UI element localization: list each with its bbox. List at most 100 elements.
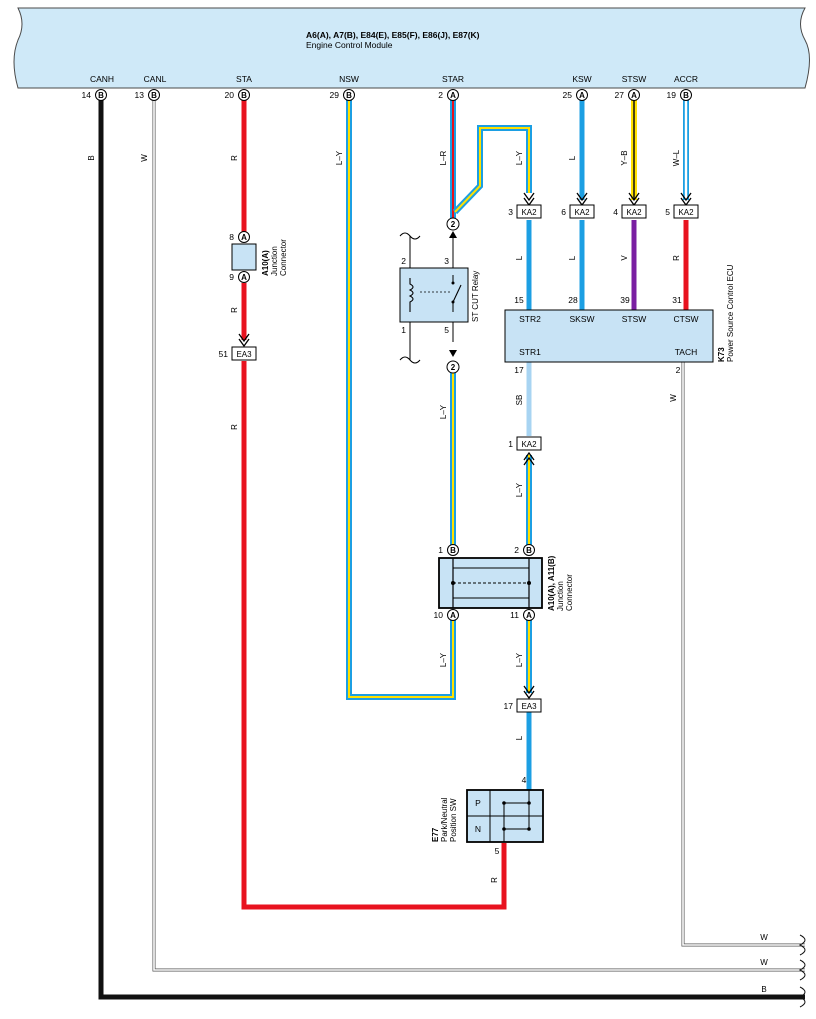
- wire-label-tach: W: [669, 394, 678, 402]
- svg-text:2: 2: [676, 365, 681, 375]
- svg-text:28: 28: [568, 295, 578, 305]
- ka2-connectors: KA2 3 KA2 6 KA2 4 KA2 5 KA2 1: [508, 192, 699, 466]
- wire-label-nsw: L–Y: [335, 150, 344, 165]
- svg-text:5: 5: [665, 207, 670, 217]
- psecu-code: K73: [717, 347, 726, 362]
- svg-text:STR1: STR1: [519, 347, 541, 357]
- svg-text:3: 3: [508, 207, 513, 217]
- relay-name: ST CUT Relay: [471, 271, 480, 322]
- svg-text:B: B: [450, 546, 456, 555]
- psecu-name: Power Source Control ECU: [726, 264, 735, 362]
- svg-text:CTSW: CTSW: [673, 314, 698, 324]
- svg-text:1: 1: [401, 325, 406, 335]
- st-cut-relay: 2 2 1 3 5 ST CUT Relay 2: [399, 217, 480, 374]
- ecm-signal-canl: CANL: [144, 74, 167, 84]
- svg-text:19: 19: [667, 90, 677, 100]
- wire-label-canl: W: [140, 154, 149, 162]
- wire-labels: B W R L–Y L–R L–Y L Y–B W–L L L V R R R …: [87, 149, 768, 994]
- wire-label-stsw-ecu: V: [620, 255, 629, 261]
- wire-label-ka2-jc: L–Y: [515, 482, 524, 497]
- svg-text:STSW: STSW: [622, 314, 647, 324]
- park-neutral-position-switch: 4 P N 5 E77 Park/Neutral Position SW: [431, 775, 544, 856]
- jc-small-desc1: Junction: [270, 246, 279, 276]
- power-source-control-ecu: 15 28 39 31 STR2 SKSW STSW CTSW STR1 TAC…: [504, 264, 735, 375]
- svg-text:9: 9: [229, 272, 234, 282]
- ecm-signal-nsw: NSW: [339, 74, 359, 84]
- wire-label-ea3-sw: L: [515, 735, 524, 740]
- svg-text:B: B: [98, 91, 104, 100]
- svg-text:2: 2: [514, 545, 519, 555]
- svg-text:1: 1: [438, 545, 443, 555]
- pnsw-name1: Park/Neutral: [440, 797, 449, 842]
- svg-text:P: P: [475, 798, 481, 808]
- wire-label-ctsw: R: [672, 255, 681, 261]
- wire-label-jc-right: L–Y: [515, 652, 524, 667]
- svg-text:2: 2: [401, 256, 406, 266]
- jc-big-name: A10(A), A11(B): [547, 555, 556, 611]
- wire-label-bottom-b: B: [761, 985, 766, 994]
- svg-text:A: A: [631, 91, 637, 100]
- wire-label-star-ka2: L–Y: [515, 150, 524, 165]
- wire-label-str1: SB: [515, 395, 524, 406]
- svg-text:KA2: KA2: [521, 208, 537, 217]
- wire-label-relay-out: L–Y: [439, 404, 448, 419]
- wire-nsw: [346, 100, 456, 700]
- svg-text:B: B: [151, 91, 157, 100]
- svg-text:TACH: TACH: [675, 347, 698, 357]
- wire-label-sta-lower: R: [230, 307, 239, 313]
- svg-text:SKSW: SKSW: [569, 314, 594, 324]
- svg-text:2: 2: [438, 90, 443, 100]
- svg-text:A: A: [241, 273, 247, 282]
- svg-text:2: 2: [451, 363, 456, 372]
- svg-text:17: 17: [514, 365, 524, 375]
- jc-big-desc1: Junction: [556, 581, 565, 611]
- wire-label-canh: B: [87, 155, 96, 160]
- wire-label-stsw: Y–B: [620, 150, 629, 165]
- svg-text:25: 25: [563, 90, 573, 100]
- svg-text:8: 8: [229, 232, 234, 242]
- engine-control-module: A6(A), A7(B), E84(E), E85(F), E86(J), E8…: [13, 7, 810, 89]
- ecm-signal-sta: STA: [236, 74, 252, 84]
- ecm-subtitle: Engine Control Module: [306, 40, 393, 50]
- ea3-connectors: EA3 51 EA3 17: [219, 333, 542, 713]
- svg-text:39: 39: [620, 295, 630, 305]
- svg-text:29: 29: [330, 90, 340, 100]
- svg-text:13: 13: [135, 90, 145, 100]
- ecm-signal-ksw: KSW: [572, 74, 591, 84]
- svg-text:KA2: KA2: [626, 208, 642, 217]
- svg-text:KA2: KA2: [574, 208, 590, 217]
- svg-text:B: B: [346, 91, 352, 100]
- wire-canh: [98, 100, 805, 1000]
- wire-label-ksw: L: [568, 155, 577, 160]
- wire-label-sw-out: R: [490, 877, 499, 883]
- ecm-title: A6(A), A7(B), E84(E), E85(F), E86(J), E8…: [306, 30, 480, 40]
- ecm-signal-stsw: STSW: [622, 74, 647, 84]
- svg-text:A: A: [450, 91, 456, 100]
- svg-text:B: B: [241, 91, 247, 100]
- svg-text:N: N: [475, 824, 481, 834]
- wire-label-bottom-w2: W: [760, 958, 768, 967]
- svg-text:A: A: [526, 611, 532, 620]
- wire-label-str2: L: [515, 255, 524, 260]
- ecm-signal-canh: CANH: [90, 74, 114, 84]
- svg-text:27: 27: [615, 90, 625, 100]
- svg-text:20: 20: [225, 90, 235, 100]
- wire-tach: [682, 362, 805, 946]
- svg-text:EA3: EA3: [521, 702, 537, 711]
- pnsw-code: E77: [431, 827, 440, 842]
- ecm-pins: B 14 B 13 B 20 B 29 A 2 A 25 A 27 B 19: [82, 89, 692, 101]
- ecm-signal-accr: ACCR: [674, 74, 698, 84]
- svg-text:B: B: [526, 546, 532, 555]
- jc-big-desc2: Connector: [565, 574, 574, 611]
- svg-text:B: B: [683, 91, 689, 100]
- ecm-signal-star: STAR: [442, 74, 464, 84]
- junction-connector-a10-a11: B 1 B 2 A 10 A 11 A10(A), A11(B) Junctio…: [434, 544, 574, 621]
- wire-label-sta: R: [230, 155, 239, 161]
- svg-text:10: 10: [434, 610, 444, 620]
- svg-text:3: 3: [444, 256, 449, 266]
- svg-text:KA2: KA2: [678, 208, 694, 217]
- jc-small-desc2: Connector: [279, 239, 288, 276]
- svg-text:5: 5: [444, 325, 449, 335]
- wire-canl: [153, 100, 805, 971]
